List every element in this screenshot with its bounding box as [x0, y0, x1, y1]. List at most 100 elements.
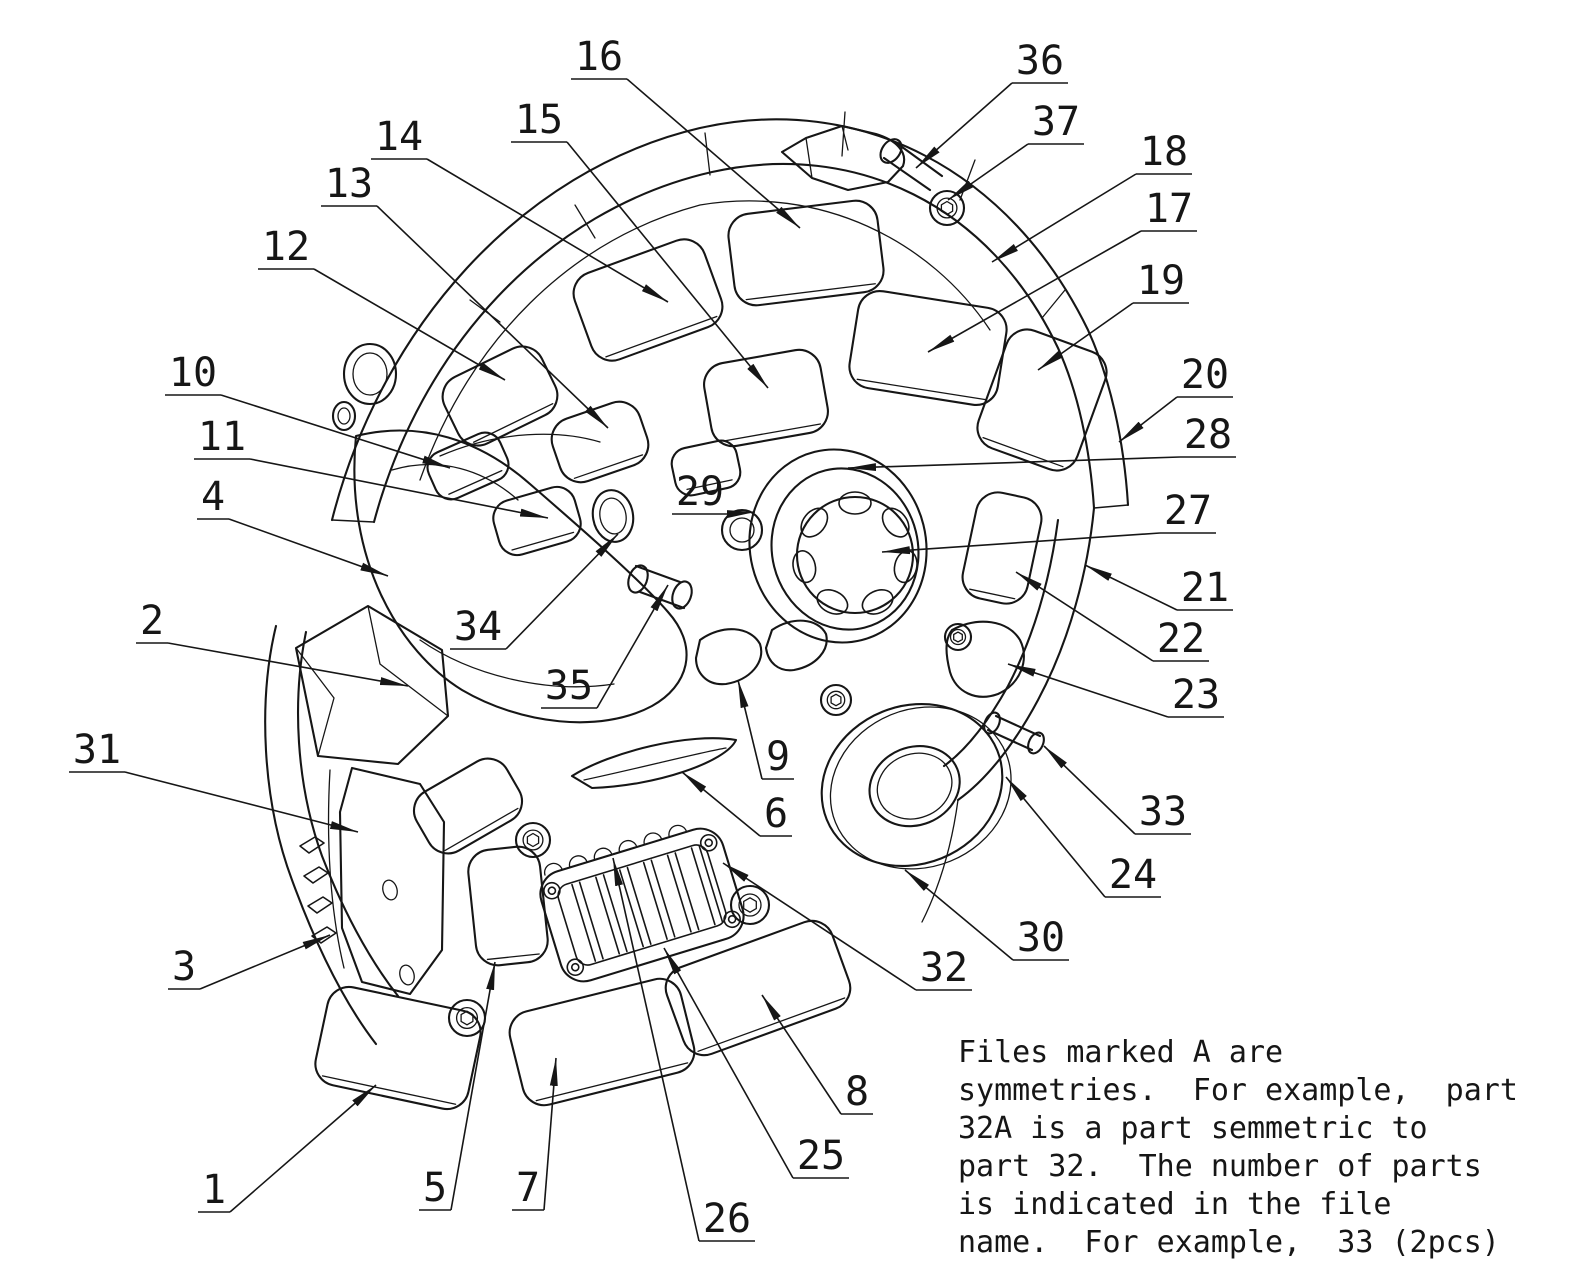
callout-33: 33 — [1043, 745, 1191, 835]
callout-number: 26 — [703, 1196, 751, 1242]
callout-number: 21 — [1181, 565, 1229, 611]
callout-35: 35 — [541, 584, 669, 709]
callout-2: 2 — [136, 598, 409, 687]
grille-slats — [571, 844, 724, 962]
callout-34: 34 — [450, 533, 619, 650]
callout-leader-line — [737, 679, 763, 780]
dome-outer-arc — [330, 118, 1130, 522]
callout-leader-line — [450, 961, 496, 1211]
callout-5: 5 — [419, 961, 496, 1211]
callout-19: 19 — [1037, 258, 1189, 371]
callout-leader-line — [376, 205, 609, 429]
callout-number: 6 — [764, 791, 788, 837]
callout-leader-line — [220, 394, 451, 469]
callout-leader-line — [566, 141, 769, 389]
callout-leader-line — [1037, 302, 1134, 371]
right-shell — [921, 506, 1096, 923]
grille-corner-screws — [543, 833, 741, 977]
callout-number: 31 — [73, 727, 121, 773]
latch-bracket-23 — [945, 620, 1025, 698]
callout-number: 23 — [1172, 672, 1220, 718]
callout-leader-line — [1043, 745, 1136, 835]
chin-band — [264, 624, 400, 1046]
callout-14: 14 — [371, 114, 669, 303]
callout-leader-line — [626, 78, 801, 229]
pin-33 — [983, 711, 1045, 755]
callout-26: 26 — [612, 857, 755, 1242]
callout-number: 27 — [1164, 488, 1212, 534]
pad-8 — [664, 919, 852, 1057]
callout-leader-line — [947, 143, 1029, 201]
screw-37 — [928, 189, 966, 227]
callout-leader-line — [904, 869, 1014, 961]
callout-12: 12 — [258, 224, 506, 381]
callout-36: 36 — [915, 38, 1068, 169]
callout-7: 7 — [512, 1057, 558, 1211]
note-line: part 32. The number of parts — [958, 1149, 1482, 1184]
pad-1 — [314, 985, 482, 1111]
pad-center-small — [670, 439, 742, 497]
callout-4: 4 — [197, 474, 389, 577]
jaw-plate — [294, 604, 450, 766]
callout-30: 30 — [904, 869, 1069, 961]
callout-number: 17 — [1145, 186, 1193, 232]
callout-22: 22 — [1015, 571, 1209, 662]
dome-end-caps — [331, 504, 1129, 523]
stub-cylinder-35 — [627, 564, 693, 610]
callout-number: 14 — [375, 114, 423, 160]
hex-screws — [447, 189, 973, 1038]
pad-17 — [848, 289, 1008, 407]
callout-number: 33 — [1139, 789, 1187, 835]
callout-leader-line — [505, 533, 619, 650]
pad-12 — [441, 345, 559, 447]
mouth-grille — [539, 824, 745, 983]
callout-32: 32 — [722, 862, 972, 991]
callout-23: 23 — [1007, 663, 1224, 718]
callout-number: 24 — [1109, 852, 1157, 898]
bezel-petal-cutouts — [792, 491, 918, 615]
callout-leader-line — [991, 173, 1137, 263]
callout-leader-line — [612, 857, 700, 1242]
callout-number: 16 — [575, 34, 623, 80]
dome-segment-separators — [469, 111, 1066, 323]
petal-cutout — [881, 507, 910, 538]
pad-14 — [572, 238, 724, 362]
callout-20: 20 — [1118, 352, 1233, 443]
callout-10: 10 — [165, 350, 451, 469]
pad-11 — [492, 485, 582, 557]
note-line: symmetries. For example, part — [958, 1073, 1518, 1108]
callout-13: 13 — [321, 161, 609, 429]
callout-leader-line — [847, 456, 1181, 472]
callout-leader-line — [915, 82, 1013, 169]
callout-1: 1 — [198, 1084, 377, 1213]
top-mount-bracket — [780, 124, 944, 192]
interior-pads — [314, 199, 1108, 1111]
callout-leader-line — [1015, 571, 1154, 662]
callout-3: 3 — [168, 934, 331, 990]
pad-16 — [727, 199, 885, 307]
boss-29 — [720, 508, 764, 552]
callout-leader-line — [1007, 663, 1169, 718]
callout-number: 9 — [766, 734, 790, 780]
callout-leader-line — [199, 934, 331, 990]
screw-right-of-grille — [729, 884, 771, 926]
callout-leader-line — [124, 771, 359, 833]
callout-leader-line — [596, 584, 669, 709]
callout-15: 15 — [511, 97, 769, 389]
lens-bezel — [748, 448, 928, 644]
petal-cutout — [861, 589, 894, 615]
petal-cutout — [792, 550, 817, 584]
face-plate — [353, 429, 688, 724]
ear-ring — [820, 702, 1012, 870]
pad-22 — [961, 491, 1043, 605]
pad-10 — [426, 431, 510, 501]
callout-leader-line — [726, 510, 756, 519]
petal-cutout — [838, 491, 872, 515]
callout-18: 18 — [991, 129, 1192, 263]
pad-15 — [703, 348, 829, 448]
callout-number: 7 — [516, 1165, 540, 1211]
callout-25: 25 — [663, 947, 849, 1179]
petal-cutout — [893, 550, 918, 584]
